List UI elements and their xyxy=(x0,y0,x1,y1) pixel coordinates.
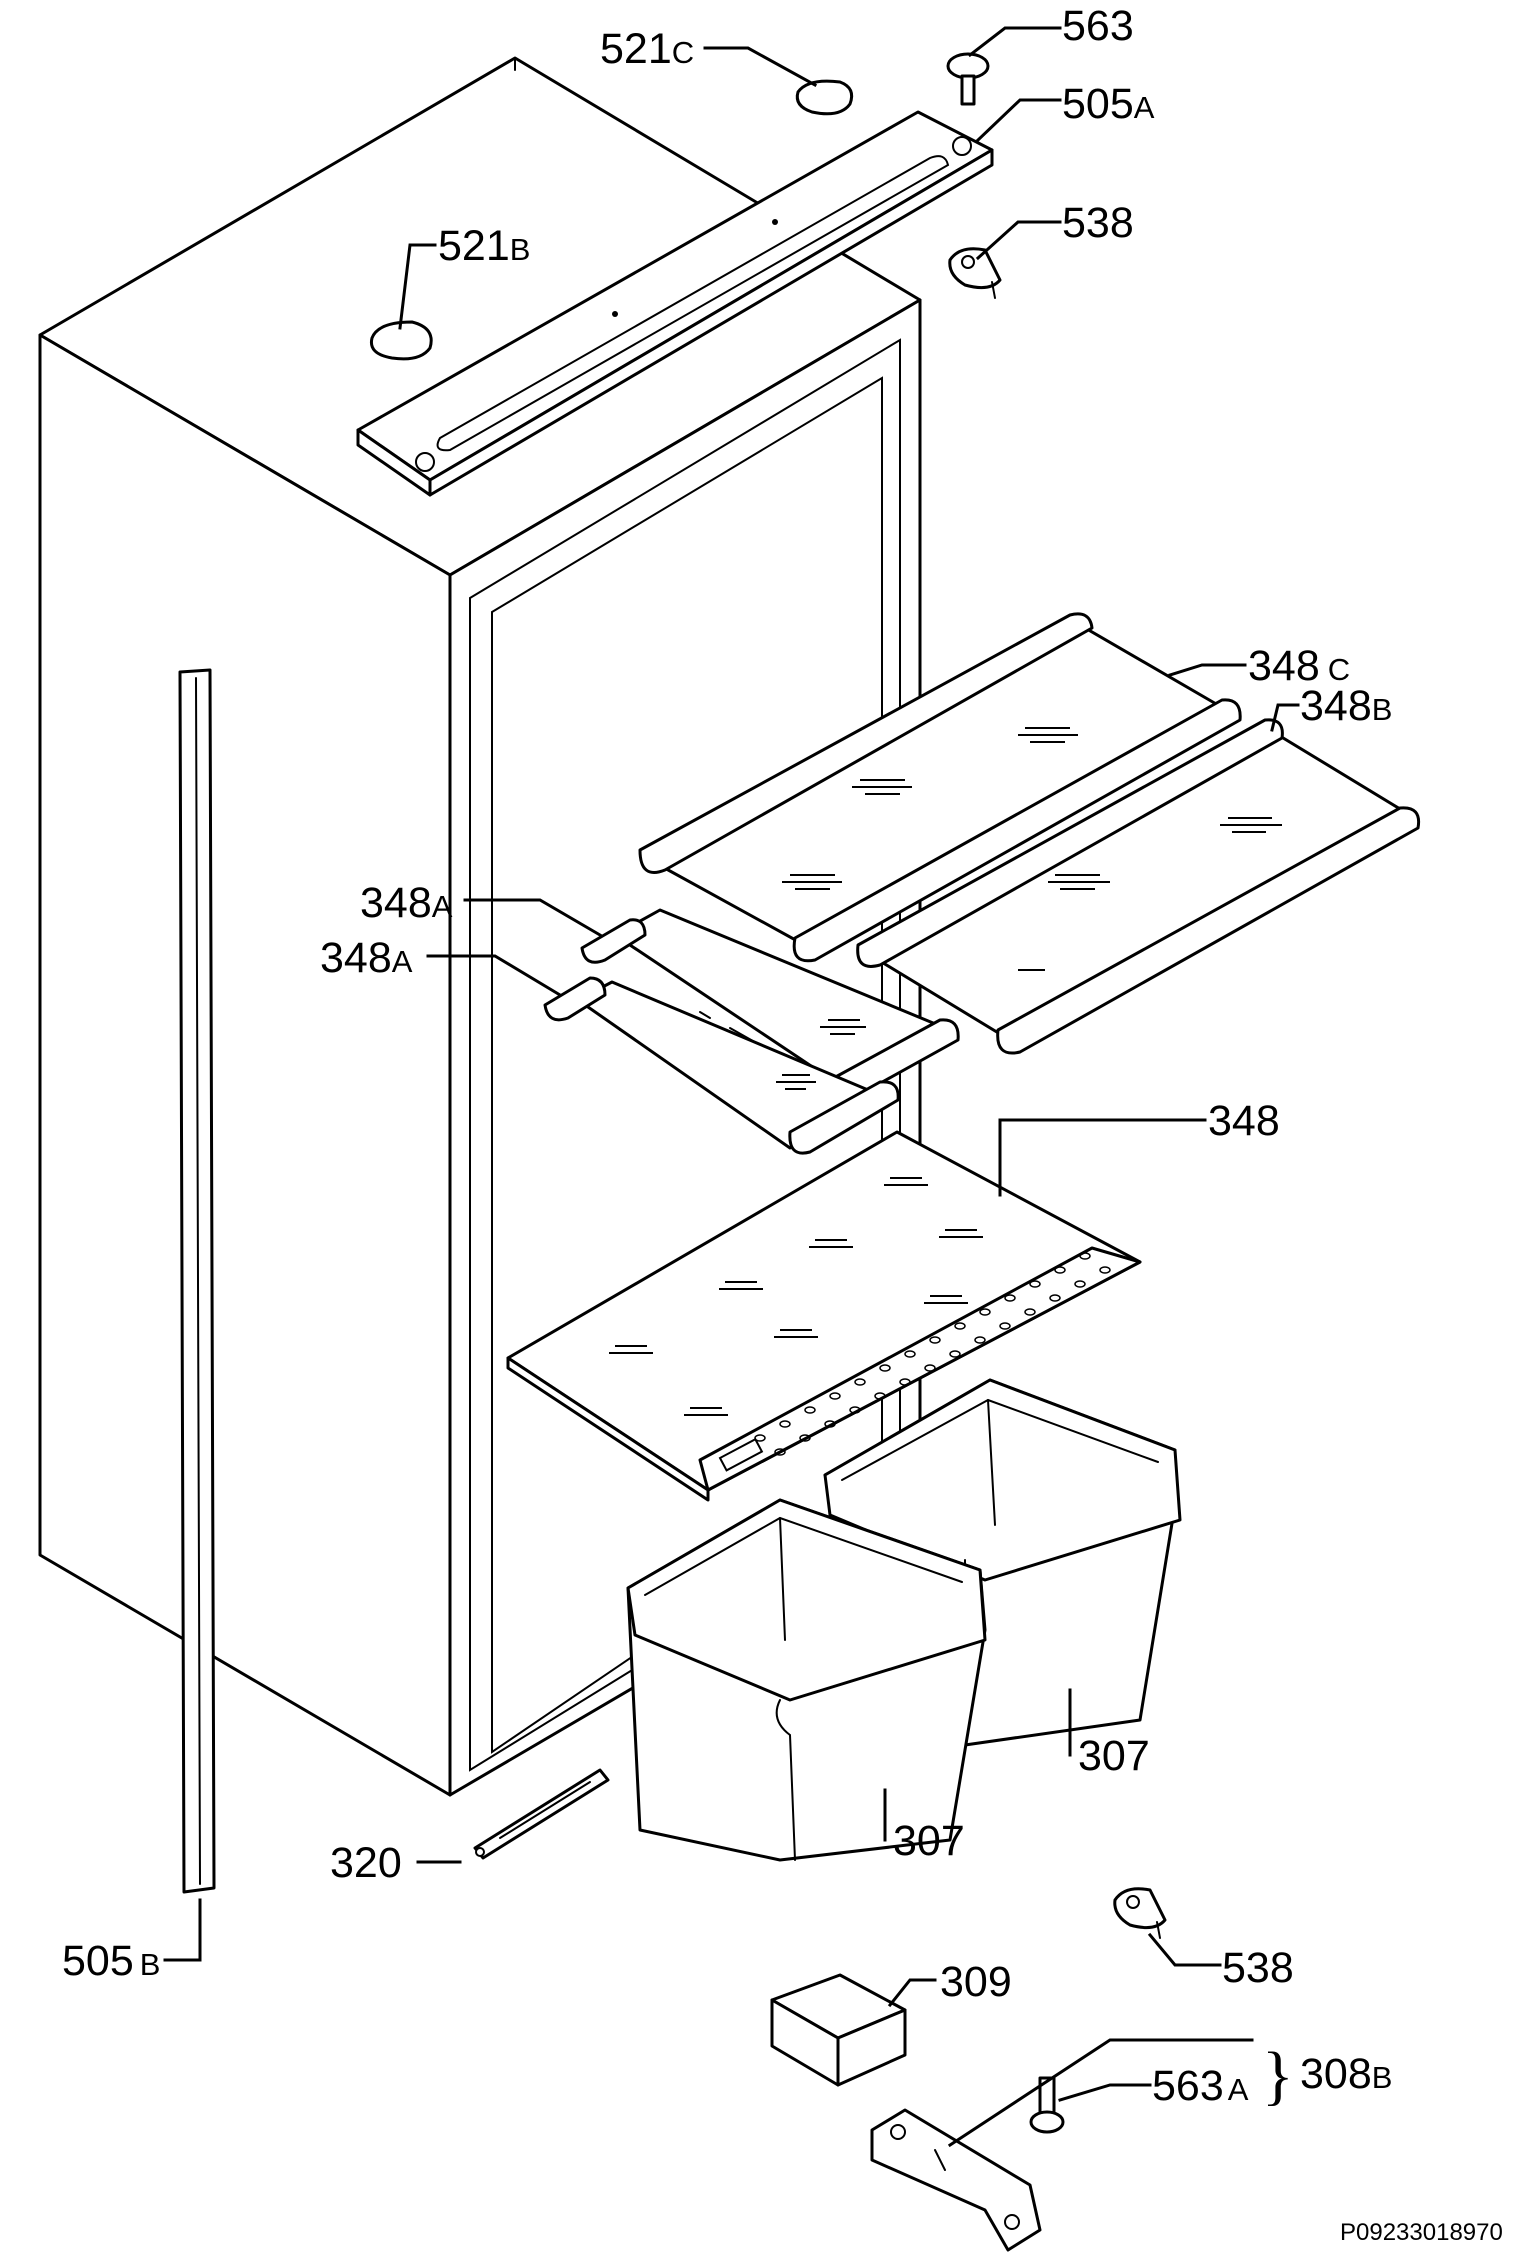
shelf-348-edge xyxy=(506,1356,710,1502)
label-538-top: 538 xyxy=(1062,199,1134,247)
top-rail-505a xyxy=(356,110,994,497)
label-348: 348 xyxy=(1208,1097,1280,1145)
hinge-pin-538-bottom xyxy=(1113,1887,1167,1939)
drawer-left-rim xyxy=(626,1498,987,1702)
cap-521b-shape xyxy=(369,320,433,361)
drawing-code: P09233018970 xyxy=(1340,2219,1503,2246)
leader-lines xyxy=(163,26,1300,2148)
hinge-bracket xyxy=(870,2108,1042,2252)
cabinet-side xyxy=(38,333,452,1797)
cap-521c xyxy=(795,79,854,116)
shelf-348b-front-trim xyxy=(996,806,1421,1055)
cap-521b xyxy=(369,320,433,361)
shelf-348a-upper xyxy=(580,908,960,1103)
top-rail-hole-right xyxy=(952,136,972,156)
shelf-348a-lower-front-trim xyxy=(788,1080,900,1155)
crisper-drawer-307-left xyxy=(626,1498,987,1862)
top-rail-hole-left xyxy=(415,452,435,472)
brace-308b-group: } xyxy=(1262,2039,1294,2112)
label-521b: 521B xyxy=(438,222,530,270)
top-rail-front-edge xyxy=(428,148,994,497)
side-trim-strip-505b xyxy=(178,668,216,1894)
perforation-pattern xyxy=(754,1252,1111,1456)
screw-563a-head xyxy=(1029,2110,1065,2134)
screw-shank xyxy=(960,74,976,106)
label-308b: 308B xyxy=(1300,2050,1392,2098)
hinge-pin-538-top xyxy=(948,247,1002,299)
drawer-right-rim xyxy=(823,1378,1182,1582)
label-563: 563 xyxy=(1062,2,1134,50)
label-307-right: 307 xyxy=(1078,1732,1150,1780)
screw-563a xyxy=(1029,2076,1065,2134)
shelf-348c-back-trim xyxy=(638,612,1094,874)
label-309: 309 xyxy=(940,1958,1012,2006)
label-521c: 521C xyxy=(600,25,694,73)
guide-rail-320 xyxy=(473,1768,610,1860)
label-320: 320 xyxy=(330,1839,402,1887)
screw-563 xyxy=(946,52,990,106)
shelf-348a-lower-back-trim xyxy=(543,976,607,1022)
label-307-left: 307 xyxy=(893,1817,965,1865)
shelf-348a-upper-back-trim xyxy=(580,918,647,964)
top-rail-slot xyxy=(436,155,950,452)
cap-521c-shape xyxy=(795,79,854,116)
shelf-348-bottom xyxy=(506,1130,1142,1502)
hinge-bracket-308b xyxy=(870,2108,1042,2252)
label-348a-upper: 348A xyxy=(360,879,453,927)
label-538-bottom: 538 xyxy=(1222,1944,1294,1992)
shelf-348a-lower xyxy=(543,976,900,1155)
crisper-drawer-307-right xyxy=(823,1378,1182,1747)
cover-309-front xyxy=(836,2008,907,2087)
shelf-348c-front-trim xyxy=(792,698,1242,963)
shelf-348b-back-trim xyxy=(856,718,1284,968)
cover-309 xyxy=(770,1973,907,2087)
label-348b: 348B xyxy=(1300,682,1392,730)
label-348a-lower: 348A xyxy=(320,934,413,982)
shelf-348b xyxy=(856,718,1421,1055)
label-505a: 505A xyxy=(1062,80,1155,128)
screw-head xyxy=(946,52,990,80)
shelf-348c xyxy=(638,612,1242,963)
